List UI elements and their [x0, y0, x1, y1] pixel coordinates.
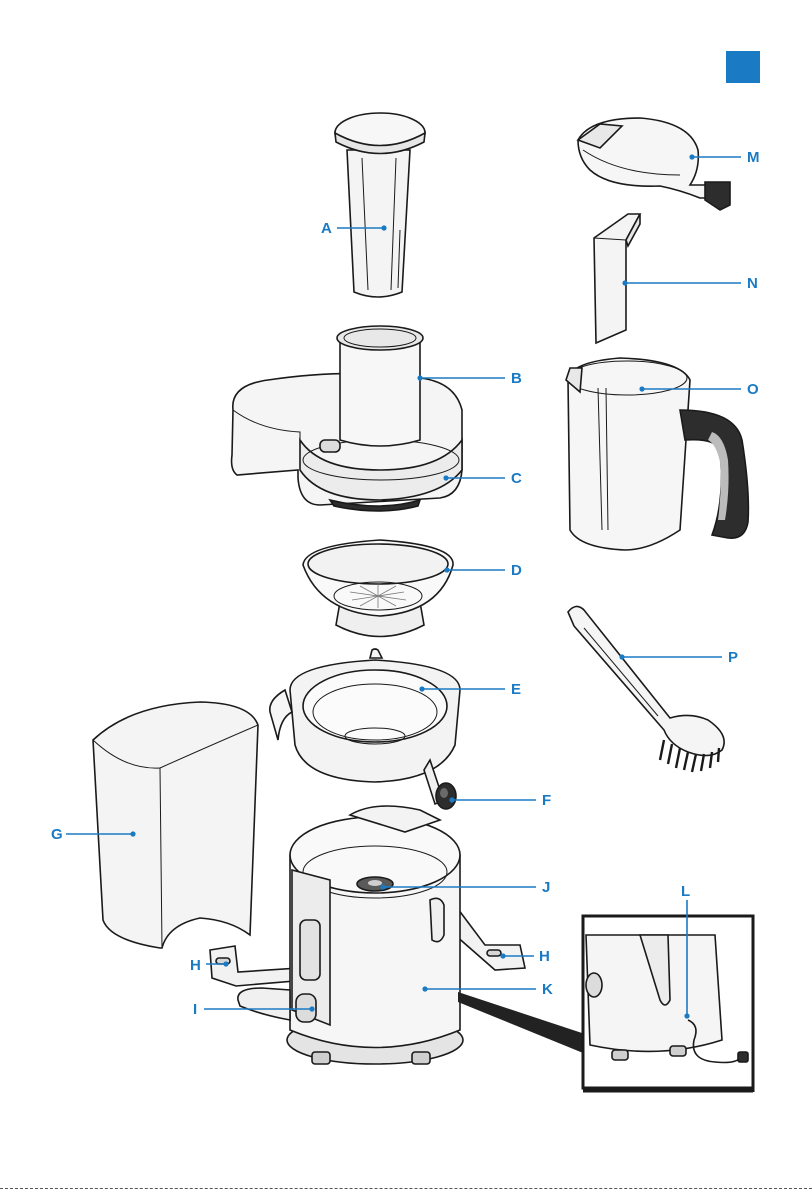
lid-with-feeding-tube-icon [232, 326, 462, 511]
label-N: N [747, 275, 758, 292]
food-pusher-icon [335, 113, 425, 297]
motor-unit-icon [210, 806, 525, 1064]
callout-F: F [449, 792, 551, 809]
page-cut-line [0, 1188, 812, 1189]
callout-P: P [619, 649, 738, 666]
label-D: D [511, 562, 522, 579]
cleaning-brush-icon [568, 606, 724, 772]
label-F: F [542, 792, 551, 809]
froth-separator-icon [594, 214, 640, 343]
label-H-left: H [190, 957, 201, 974]
juice-jug-icon [566, 358, 748, 550]
cord-storage-inset [458, 916, 753, 1092]
label-A: A [321, 220, 332, 237]
label-K: K [542, 981, 553, 998]
label-M: M [747, 149, 760, 166]
callout-M: M [689, 149, 759, 166]
label-I: I [193, 1001, 197, 1018]
label-H-right: H [539, 948, 550, 965]
label-E: E [511, 681, 521, 698]
label-C: C [511, 470, 522, 487]
label-G: G [51, 826, 63, 843]
callout-D: D [444, 562, 522, 579]
label-L: L [681, 883, 690, 900]
label-O: O [747, 381, 759, 398]
pulp-container-icon [93, 702, 258, 948]
filter-icon [303, 540, 453, 637]
jug-lid-icon [578, 118, 730, 210]
label-B: B [511, 370, 522, 387]
callout-N: N [622, 275, 757, 292]
label-P: P [728, 649, 738, 666]
juice-collector-icon [270, 649, 460, 809]
page-marker-square [726, 51, 760, 83]
label-J: J [542, 879, 550, 896]
